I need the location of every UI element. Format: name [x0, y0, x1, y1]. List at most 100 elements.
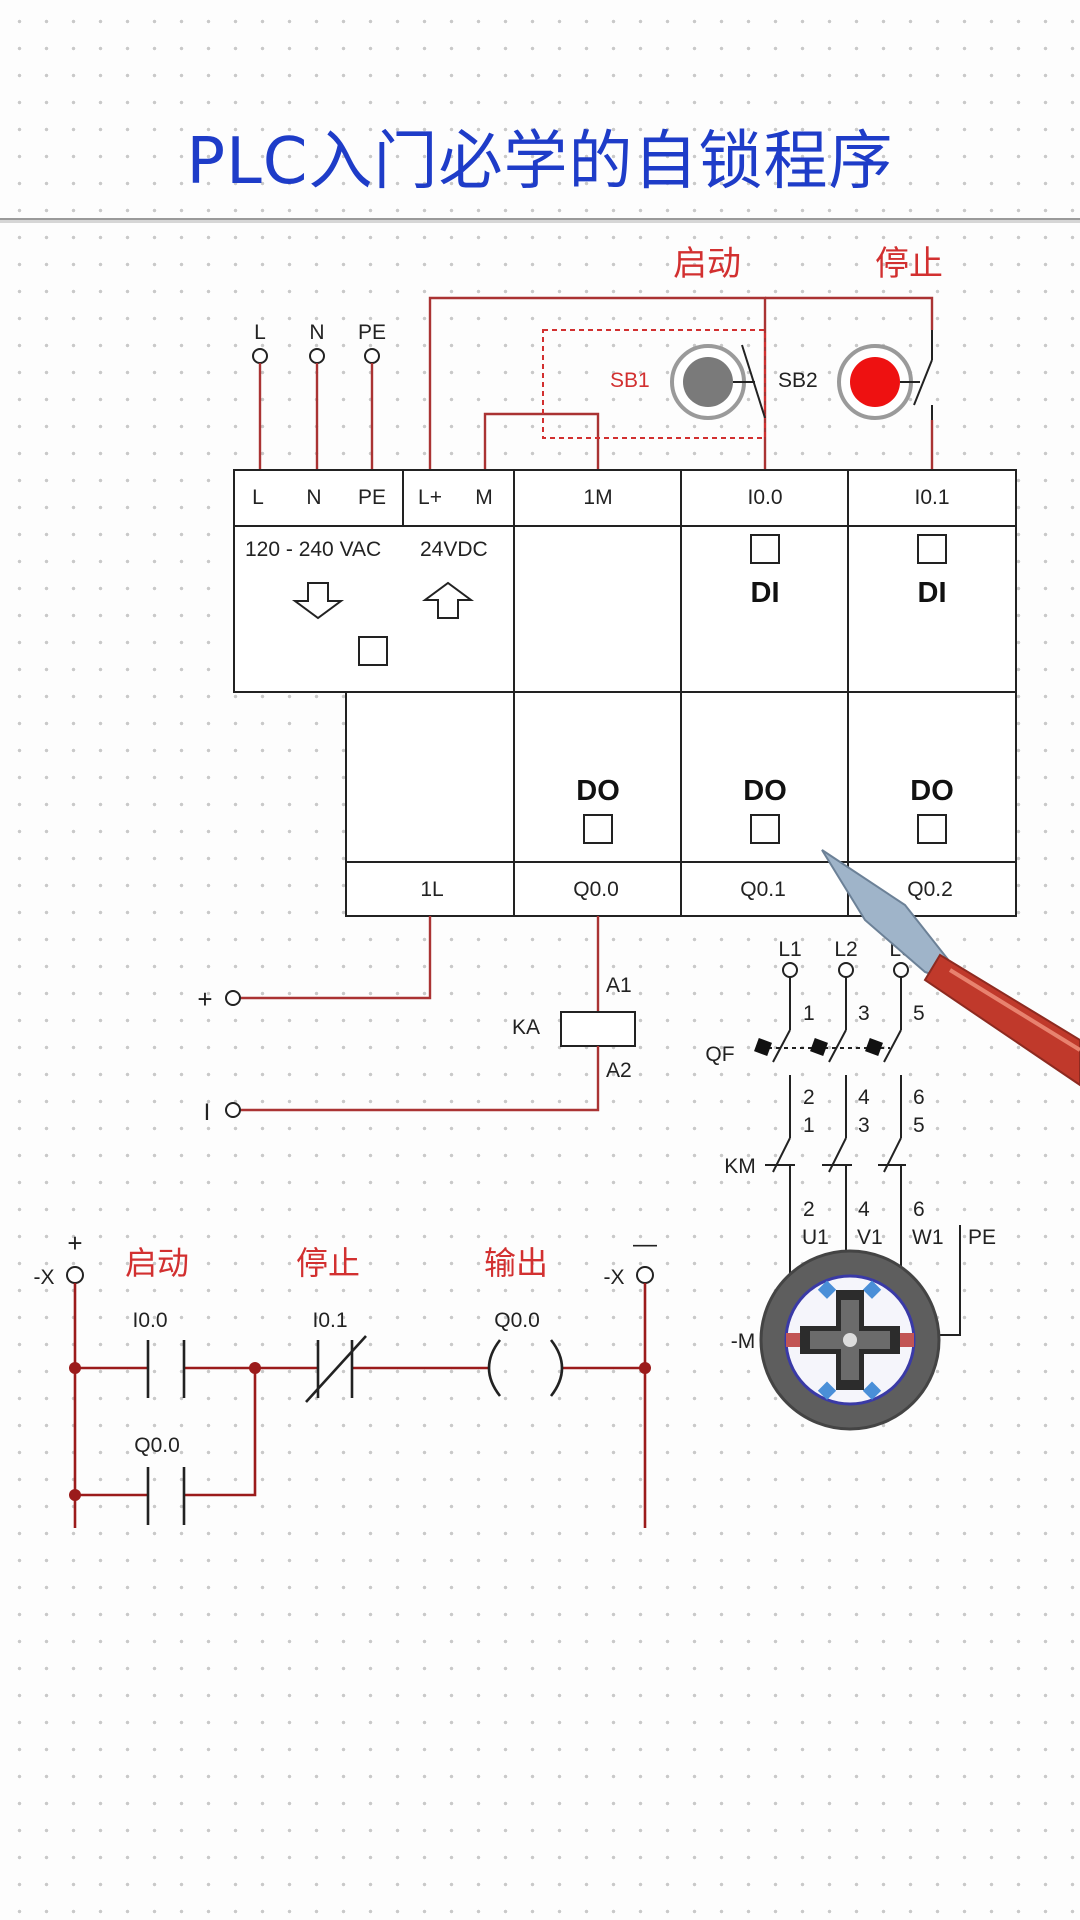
qf-bottom-4: 4 [858, 1086, 870, 1109]
ka-label: KA [512, 1016, 540, 1039]
ac-input-arrow-icon [291, 582, 345, 620]
plc-terminal-i00: I0.0 [747, 486, 782, 509]
switch-wiring [428, 296, 934, 470]
sb2-stop-button: SB2 [778, 330, 933, 420]
terminal-circle-n [309, 348, 325, 364]
plc-terminal-1l: 1L [420, 878, 443, 901]
coil-circuit: + I KA A1 A2 [197, 916, 636, 1126]
a2-label: A2 [606, 1059, 632, 1082]
plc-terminal-q01: Q0.1 [740, 878, 786, 901]
ka-coil [560, 1011, 636, 1047]
right-rail-terminal [636, 1266, 654, 1284]
stop-header-label: 停止 [875, 245, 943, 283]
power-label-n: N [309, 321, 324, 344]
motor-terminal-pe: PE [968, 1226, 996, 1249]
phase-l1-terminal [782, 962, 798, 978]
ladder-diagram: -X + -X — 启动 停止 输出 I0.0 I0.1 Q0.0 Q0.0 [34, 1228, 657, 1528]
qf-latch-1 [754, 1038, 772, 1056]
qf-top-1: 1 [803, 1002, 815, 1025]
qf-bottom-2: 2 [803, 1086, 815, 1109]
terminal-circle-l [252, 348, 268, 364]
junction-left-bottom [69, 1489, 81, 1501]
sb1-cap [683, 357, 733, 407]
do-label-q00: DO [576, 775, 620, 807]
seal-wire-right [184, 1368, 257, 1497]
phase-l1-label: L1 [778, 938, 801, 961]
sb1-contact [741, 344, 766, 419]
plc-upper-block [233, 469, 1017, 693]
contact-i01-label: I0.1 [312, 1309, 347, 1332]
sb1-label: SB1 [610, 369, 650, 392]
plc-module: L N PE L+ M 1M I0.0 I0.1 120 - 240 VAC 2… [233, 469, 1017, 917]
a1-label: A1 [606, 974, 632, 997]
plc-supply-ac: 120 - 240 VAC [245, 538, 381, 561]
junction-seal [249, 1362, 261, 1374]
power-label-pe: PE [358, 321, 386, 344]
km-top-3: 3 [858, 1114, 870, 1137]
right-rail-label: -X [604, 1266, 625, 1289]
km-top-1: 1 [803, 1114, 815, 1137]
sb1-start-button: SB1 [610, 344, 766, 420]
di-led-i01 [917, 534, 947, 564]
junction-right [639, 1362, 651, 1374]
contact-i00-label: I0.0 [132, 1309, 167, 1332]
coil-q00-label: Q0.0 [494, 1309, 540, 1332]
minus-terminal [225, 1102, 241, 1118]
pen-cursor-icon [821, 849, 1080, 1087]
start-header-label: 启动 [673, 245, 741, 283]
wire-to-sb2 [765, 296, 934, 330]
plc-terminal-lplus: L+ [418, 486, 442, 509]
km-bottom-2: 2 [803, 1198, 815, 1221]
sb2-cap [850, 357, 900, 407]
plc-terminal-1m: 1M [583, 486, 612, 509]
phase-l2-terminal [838, 962, 854, 978]
coil-q00 [487, 1339, 564, 1397]
title-band [0, 0, 1080, 220]
motor-circuit: L1 L2 L3 QF 1 3 5 2 4 6 1 3 5 [705, 938, 996, 1431]
wire-m-to-1m [483, 412, 600, 470]
ladder-start-label: 启动 [125, 1245, 189, 1281]
ladder-output-label: 输出 [484, 1245, 548, 1281]
do-led-q02 [917, 814, 947, 844]
km-label: KM [724, 1155, 756, 1178]
wire-a2-to-minus [240, 1046, 600, 1112]
plc-terminal-l: L [252, 486, 264, 509]
wire-1l-to-plus [240, 916, 432, 1000]
plc-terminal-pe: PE [358, 486, 386, 509]
phase-l3-terminal [893, 962, 909, 978]
qf-breaker [760, 977, 902, 1138]
plc-terminal-n: N [306, 486, 321, 509]
do-led-q00 [583, 814, 613, 844]
qf-latch-3 [865, 1038, 883, 1056]
km-top-5: 5 [913, 1114, 925, 1137]
plus-terminal [225, 990, 241, 1006]
contact-i00 [146, 1340, 186, 1398]
terminal-circle-pe [364, 348, 380, 364]
power-led [358, 636, 388, 666]
minus-sign: I [204, 1099, 211, 1126]
qf-latch-2 [810, 1038, 828, 1056]
di-label-i01: DI [918, 577, 947, 609]
dc-output-arrow-icon [421, 581, 475, 619]
di-led-i00 [750, 534, 780, 564]
di-label-i00: DI [751, 577, 780, 609]
plc-terminal-q02: Q0.2 [907, 878, 953, 901]
qf-top-5: 5 [913, 1002, 925, 1025]
plus-sign: + [197, 984, 212, 1014]
km-bottom-4: 4 [858, 1198, 870, 1221]
motor-terminal-u1: U1 [802, 1226, 829, 1249]
do-led-q01 [750, 814, 780, 844]
wire-lplus-to-i00 [428, 296, 767, 470]
sb1-dashed-box [542, 329, 766, 439]
qf-top-3: 3 [858, 1002, 870, 1025]
phase-l2-label: L2 [834, 938, 857, 961]
plc-terminal-i01: I0.1 [914, 486, 949, 509]
sb2-label: SB2 [778, 369, 818, 392]
qf-label: QF [705, 1043, 734, 1066]
plc-terminal-m: M [475, 486, 493, 509]
page-title: PLC入门必学的自锁程序 [186, 125, 894, 199]
do-label-q02: DO [910, 775, 954, 807]
left-rail-terminal [66, 1266, 84, 1284]
qf-bottom-6: 6 [913, 1086, 925, 1109]
